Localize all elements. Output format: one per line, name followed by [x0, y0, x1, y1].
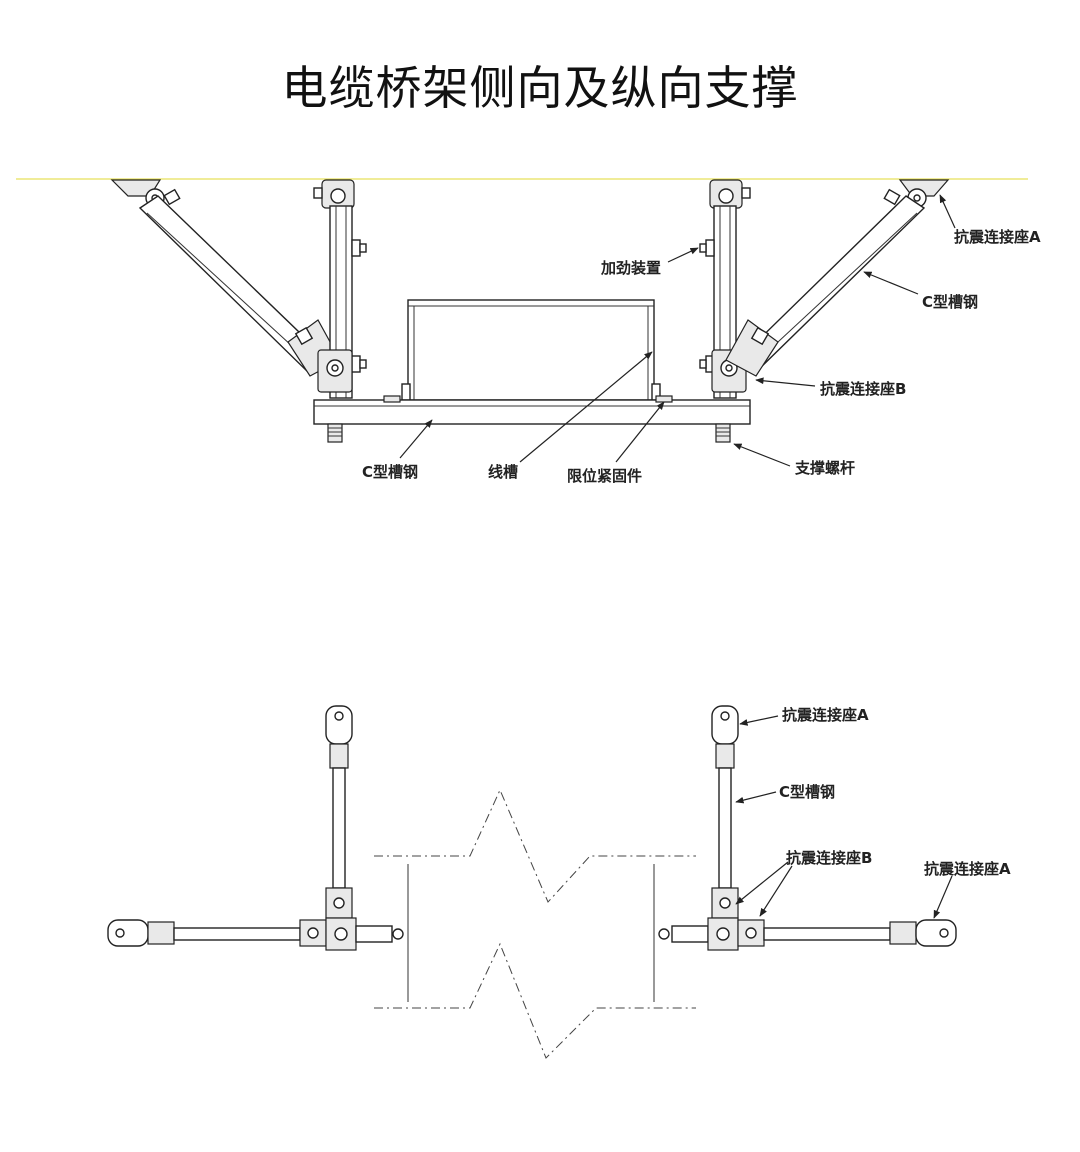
label-support-rod: 支撑螺杆: [794, 459, 855, 477]
right-lateral-brace: [658, 917, 957, 951]
label-plan-anchor-b: 抗震连接座B: [786, 849, 872, 867]
label-c-channel-bottom: C型槽钢: [362, 463, 418, 481]
label-anchor-b: 抗震连接座B: [820, 380, 906, 398]
label-plan-c-channel: C型槽钢: [779, 783, 835, 801]
label-plan-anchor-a-top: 抗震连接座A: [782, 706, 869, 724]
left-lateral-brace: [107, 917, 404, 951]
trunking-break-outline: [374, 788, 696, 1059]
cable-trunking: [401, 299, 661, 401]
left-longitudinal-brace: [325, 705, 353, 919]
support-rod-left: [327, 423, 343, 443]
left-diagonal-brace: [110, 179, 341, 377]
plan-view-drawing: 抗震连接座A C型槽钢 抗震连接座B 抗震连接座A: [107, 705, 1011, 1059]
label-anchor-a: 抗震连接座A: [954, 228, 1041, 246]
left-vertical-channel: [313, 179, 367, 399]
label-c-channel-diagonal: C型槽钢: [922, 293, 978, 311]
label-trunking: 线槽: [488, 463, 518, 481]
support-rod-right: [715, 423, 731, 443]
bottom-c-channel: [313, 395, 751, 425]
right-diagonal-brace: [725, 179, 950, 377]
right-vertical-channel: [699, 179, 751, 399]
label-plan-anchor-a-right: 抗震连接座A: [924, 860, 1011, 878]
diagram-title: 电缆桥架侧向及纵向支撑: [281, 61, 799, 115]
side-view-drawing: 抗震连接座A 加劲装置 C型槽钢 抗震连接座B 支撑螺杆 C型槽钢 线槽 限位紧…: [16, 178, 1041, 485]
label-limit-fastener: 限位紧固件: [567, 467, 642, 485]
right-longitudinal-brace: [711, 705, 739, 919]
label-stiffener: 加劲装置: [600, 259, 661, 277]
